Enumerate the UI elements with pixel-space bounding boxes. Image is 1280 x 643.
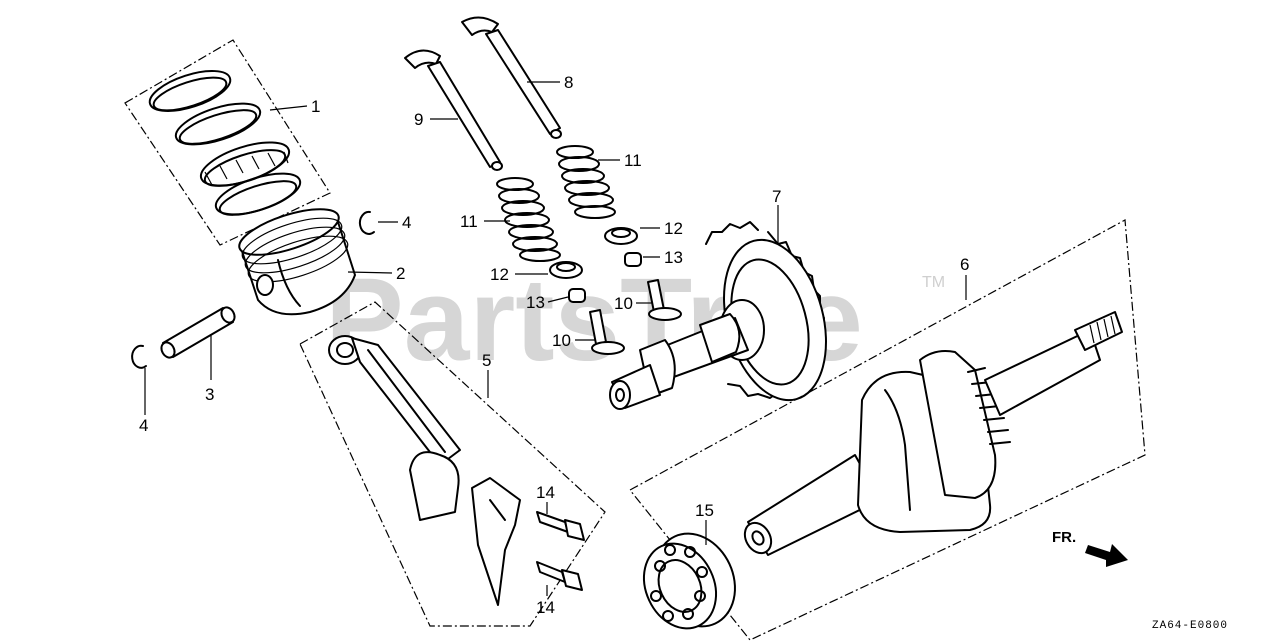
valve-collet-upper[interactable] <box>624 252 642 267</box>
callout-10-lower[interactable]: 10 <box>552 331 571 350</box>
valve-collet-lower[interactable] <box>568 288 586 303</box>
front-direction-indicator: FR. <box>1052 529 1128 567</box>
rod-bolt-upper[interactable] <box>536 511 585 541</box>
spring-retainer-upper[interactable] <box>604 227 638 245</box>
valve-spring-right[interactable] <box>556 145 616 219</box>
callout-7[interactable]: 7 <box>772 187 781 206</box>
callout-8[interactable]: 8 <box>564 73 573 92</box>
piston-pin-clip-upper[interactable] <box>358 210 375 235</box>
callout-14-lower[interactable]: 14 <box>536 598 555 617</box>
rod-bolt-lower[interactable] <box>536 561 583 591</box>
callout-2[interactable]: 2 <box>396 264 405 283</box>
callout-9[interactable]: 9 <box>414 110 423 129</box>
callout-6[interactable]: 6 <box>960 255 969 274</box>
callout-15[interactable]: 15 <box>695 501 714 520</box>
leader-lines <box>144 81 967 596</box>
callout-10-upper[interactable]: 10 <box>614 294 633 313</box>
callout-4-lower[interactable]: 4 <box>139 416 148 435</box>
connecting-rod[interactable] <box>299 301 606 627</box>
piston-ring-set[interactable] <box>124 39 331 246</box>
callout-12-lower[interactable]: 12 <box>490 265 509 284</box>
watermark-trademark: TM <box>922 274 945 291</box>
crankshaft-bearing[interactable] <box>631 520 750 640</box>
front-direction-arrow-icon <box>1085 544 1128 567</box>
callout-11-left[interactable]: 11 <box>460 212 478 231</box>
callout-1[interactable]: 1 <box>311 97 320 116</box>
callout-3[interactable]: 3 <box>205 385 214 404</box>
callout-11-right[interactable]: 11 <box>624 151 642 170</box>
camshaft[interactable] <box>609 221 843 412</box>
crankshaft[interactable] <box>629 219 1146 641</box>
valve-lifter-upper[interactable] <box>647 279 682 321</box>
callout-12-upper[interactable]: 12 <box>664 219 683 238</box>
piston-pin-clip-lower[interactable] <box>131 344 147 369</box>
spring-retainer-lower[interactable] <box>549 261 583 279</box>
piston[interactable] <box>234 200 356 316</box>
callout-13-upper[interactable]: 13 <box>664 248 683 267</box>
valve-spring-left[interactable] <box>496 177 561 262</box>
callout-4-upper[interactable]: 4 <box>402 213 411 232</box>
front-direction-label: FR. <box>1052 529 1076 546</box>
callout-13-lower[interactable]: 13 <box>526 293 545 312</box>
drawing-code: ZA64-E0800 <box>1152 620 1228 632</box>
callout-14-upper[interactable]: 14 <box>536 483 555 502</box>
piston-pin[interactable] <box>159 305 237 360</box>
exhaust-valve[interactable] <box>461 16 562 139</box>
valve-lifter-lower[interactable] <box>589 309 625 355</box>
callout-5[interactable]: 5 <box>482 351 491 370</box>
intake-valve[interactable] <box>404 49 503 171</box>
